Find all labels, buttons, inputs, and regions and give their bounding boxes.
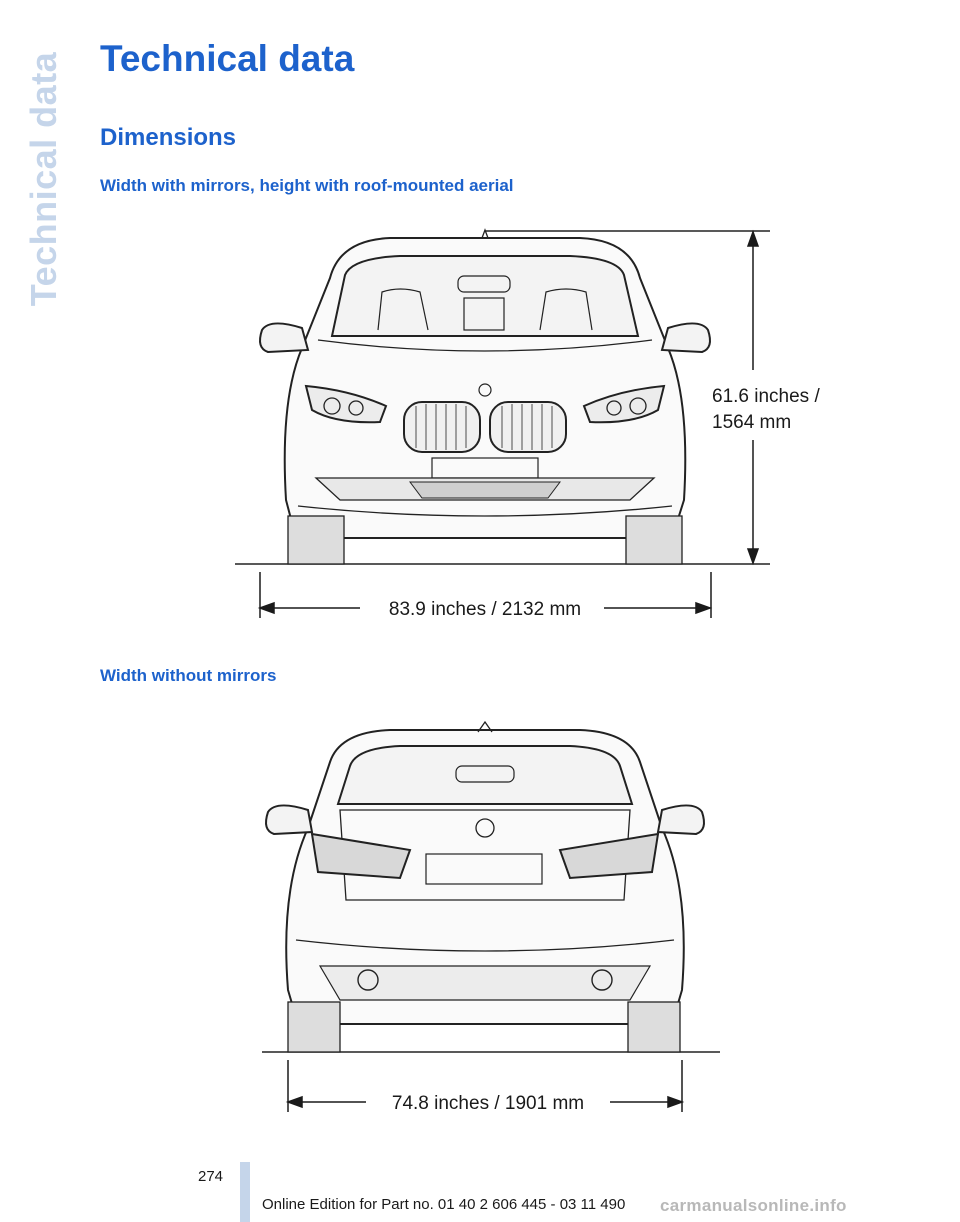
width-with-mirrors-label: 83.9 inches / 2132 mm	[389, 599, 581, 620]
height-label-line1: 61.6 inches /	[712, 386, 820, 407]
section-title: Dimensions	[100, 124, 237, 151]
footer-bar	[240, 1162, 250, 1222]
front-view-drawing: 61.6 inches / 1564 mm 83.9 inches / 2132…	[235, 228, 820, 620]
front-view-figure: 61.6 inches / 1564 mm 83.9 inches / 2132…	[0, 200, 960, 640]
rear-view-figure: 74.8 inches / 1901 mm	[0, 700, 960, 1120]
width-without-mirrors-label: 74.8 inches / 1901 mm	[392, 1093, 584, 1114]
height-label-line2: 1564 mm	[712, 412, 791, 433]
rear-view-drawing: 74.8 inches / 1901 mm	[262, 720, 720, 1114]
figure-2-subtitle: Width without mirrors	[100, 666, 277, 685]
edition-note: Online Edition for Part no. 01 40 2 606 …	[262, 1196, 626, 1213]
watermark: carmanualsonline.info	[660, 1196, 847, 1215]
page-title: Technical data	[100, 38, 355, 79]
page-number: 274	[198, 1168, 224, 1185]
figure-1-subtitle: Width with mirrors, height with roof-mou…	[100, 176, 514, 195]
